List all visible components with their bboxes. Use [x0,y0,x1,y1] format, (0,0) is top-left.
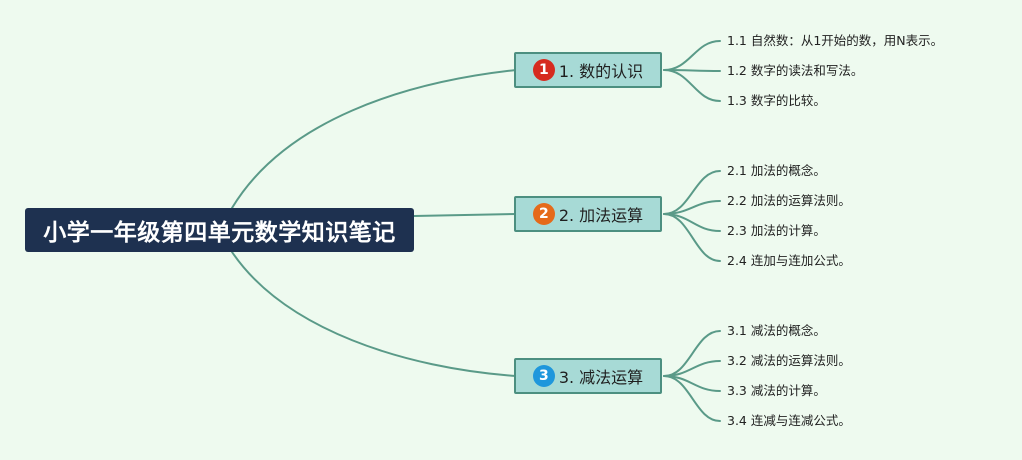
connector-branch-2-leaf-4 [663,213,721,262]
branch-topic-1[interactable]: 1 1. 数的认识 [514,52,662,88]
connector-branch-3-leaf-4 [663,375,721,422]
leaf-topic-2-3[interactable]: 2.3 加法的计算。 [727,223,826,238]
leaf-topic-2-4[interactable]: 2.4 连加与连加公式。 [727,253,851,268]
leaf-topic-2-2[interactable]: 2.2 加法的运算法则。 [727,193,851,208]
connector-root-branch-2 [413,213,517,217]
number-badge-3-icon: 3 [532,365,555,387]
connector-branch-1-leaf-1 [663,40,721,71]
number-badge-1-icon: 1 [532,59,555,81]
branch-topic-2[interactable]: 2 2. 加法运算 [514,196,662,232]
leaf-topic-2-1[interactable]: 2.1 加法的概念。 [727,163,826,178]
leaf-topic-1-1[interactable]: 1.1 自然数：从1开始的数，用N表示。 [727,33,944,48]
branch-topic-3-label: 3. 减法运算 [558,368,644,387]
leaf-topic-3-3[interactable]: 3.3 减法的计算。 [727,383,826,398]
number-badge-2-icon: 2 [532,203,555,225]
root-topic[interactable]: 小学一年级第四单元数学知识笔记 [25,208,414,252]
branch-topic-3[interactable]: 3 3. 减法运算 [514,358,662,394]
branch-topic-1-label: 1. 数的认识 [558,62,644,81]
branch-topic-2-label: 2. 加法运算 [558,206,644,225]
connector-root-branch-1 [231,69,517,209]
leaf-topic-3-1[interactable]: 3.1 减法的概念。 [727,323,826,338]
connector-root-branch-3 [231,251,517,377]
leaf-topic-1-2[interactable]: 1.2 数字的读法和写法。 [727,63,864,78]
leaf-topic-3-4[interactable]: 3.4 连减与连减公式。 [727,413,851,428]
root-topic-label: 小学一年级第四单元数学知识笔记 [43,220,396,246]
connector-branch-1-leaf-3 [663,69,721,102]
leaf-topic-3-2[interactable]: 3.2 减法的运算法则。 [727,353,851,368]
leaf-topic-1-3[interactable]: 1.3 数字的比较。 [727,93,826,108]
